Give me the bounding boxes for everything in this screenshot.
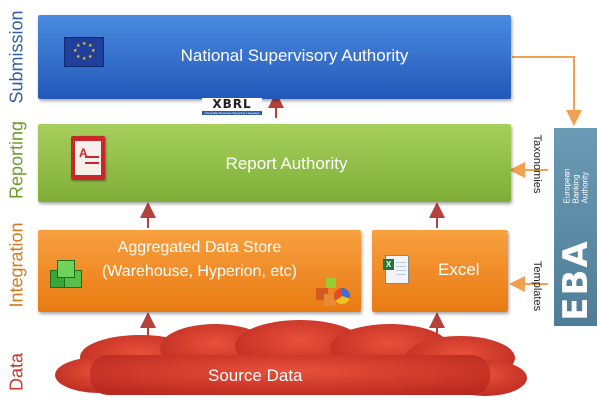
nsa-label: National Supervisory Authority <box>180 46 409 65</box>
database-cubes-icon <box>50 260 84 294</box>
eba-name: European Banking Authority <box>562 168 590 204</box>
templates-label: Templates <box>531 260 543 312</box>
svg-text:★: ★ <box>76 43 81 49</box>
eba-logo: European Banking Authority EBA <box>554 128 597 326</box>
eba-logo-letters: EBA <box>556 239 596 321</box>
aggregated-label-line2: (Warehouse, Hyperion, etc) <box>101 263 298 280</box>
nsa-box: ★★★★ ★★★★ National Supervisory Authority <box>38 15 511 99</box>
aggregated-data-store-box: Aggregated Data Store (Warehouse, Hyperi… <box>38 230 361 312</box>
svg-text:★: ★ <box>76 54 81 60</box>
excel-icon: X <box>383 255 409 284</box>
report-authority-label: Report Authority <box>225 154 348 173</box>
xbrl-logo: XBRL eXtensible Business Reporting Langu… <box>202 98 262 120</box>
svg-text:★: ★ <box>73 48 78 54</box>
chart-cubes-icon <box>316 274 352 308</box>
source-data-label: Source Data <box>208 366 303 385</box>
source-data-cloud <box>55 320 527 396</box>
svg-text:★: ★ <box>91 48 96 54</box>
eu-flag-icon: ★★★★ ★★★★ <box>64 37 104 67</box>
report-authority-box: A Report Authority <box>38 124 511 202</box>
svg-text:★: ★ <box>88 43 93 49</box>
excel-box: X Excel <box>372 230 508 312</box>
svg-text:★: ★ <box>82 41 87 47</box>
excel-label: Excel <box>438 260 480 279</box>
svg-text:★: ★ <box>82 56 87 62</box>
taxonomies-label: Taxonomies <box>531 134 543 194</box>
report-document-icon: A <box>71 136 105 180</box>
svg-text:★: ★ <box>88 54 93 60</box>
arrow-nsa-to-eba <box>512 56 582 126</box>
aggregated-label-line1: Aggregated Data Store <box>117 239 282 256</box>
